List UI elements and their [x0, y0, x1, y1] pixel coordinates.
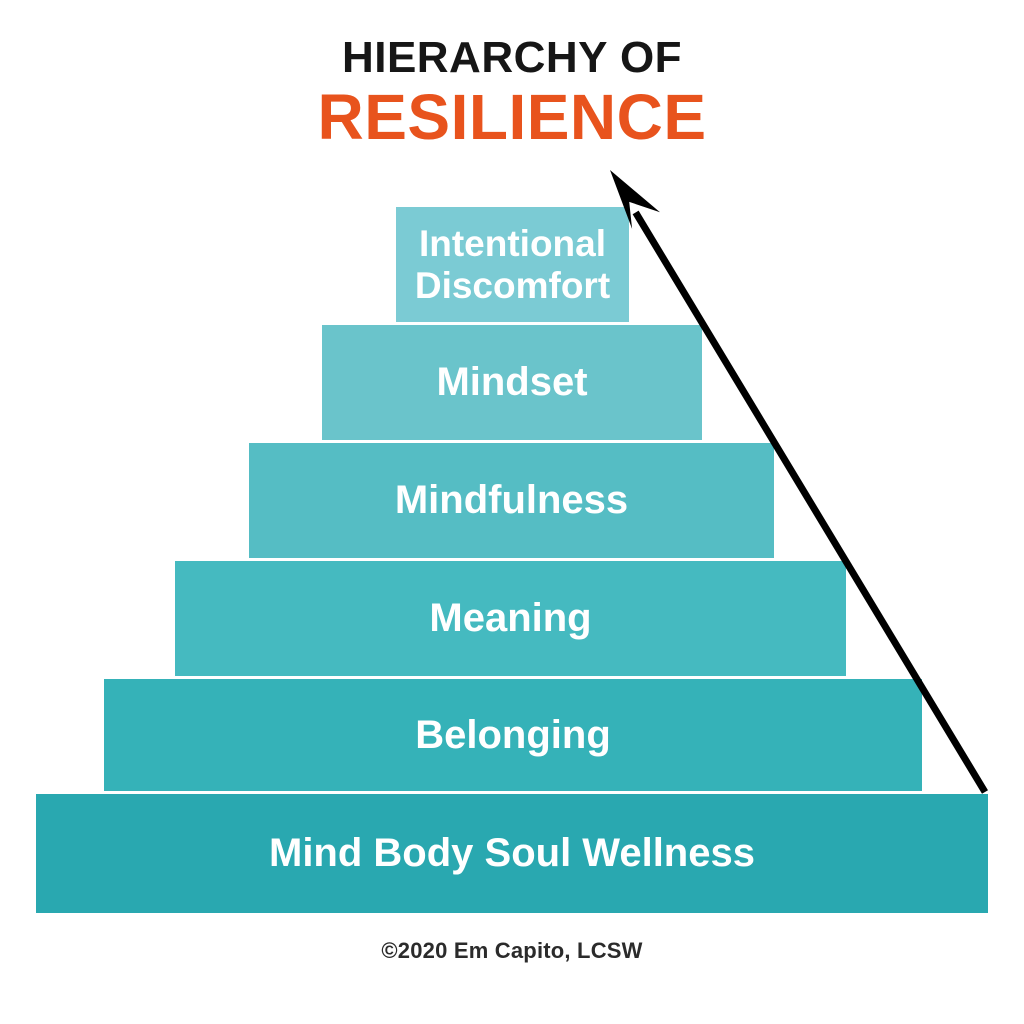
pyramid-tier[interactable]: Mind Body Soul Wellness: [36, 794, 988, 913]
pyramid-tier[interactable]: Belonging: [104, 679, 922, 791]
pyramid-tier-label: Meaning: [429, 596, 592, 641]
page-title: HIERARCHY OF RESILIENCE: [0, 33, 1024, 153]
copyright-credit: ©2020 Em Capito, LCSW: [381, 938, 643, 963]
pyramid-tier-label: Mind Body Soul Wellness: [269, 831, 755, 876]
pyramid-tier-label: Mindfulness: [394, 478, 629, 523]
pyramid-tier[interactable]: Intentional Discomfort: [396, 207, 629, 322]
title-line-resilience: RESILIENCE: [317, 81, 707, 153]
pyramid-tier-label: Mindset: [436, 360, 588, 405]
pyramid-tier[interactable]: Meaning: [175, 561, 846, 676]
title-line-hierarchy-of: HIERARCHY OF: [341, 33, 683, 82]
pyramid-tier[interactable]: Mindfulness: [249, 443, 774, 558]
pyramid-tier[interactable]: Mindset: [322, 325, 702, 440]
pyramid-tier-label: Intentional Discomfort: [414, 223, 611, 306]
pyramid-tier-label: Belonging: [415, 712, 611, 757]
